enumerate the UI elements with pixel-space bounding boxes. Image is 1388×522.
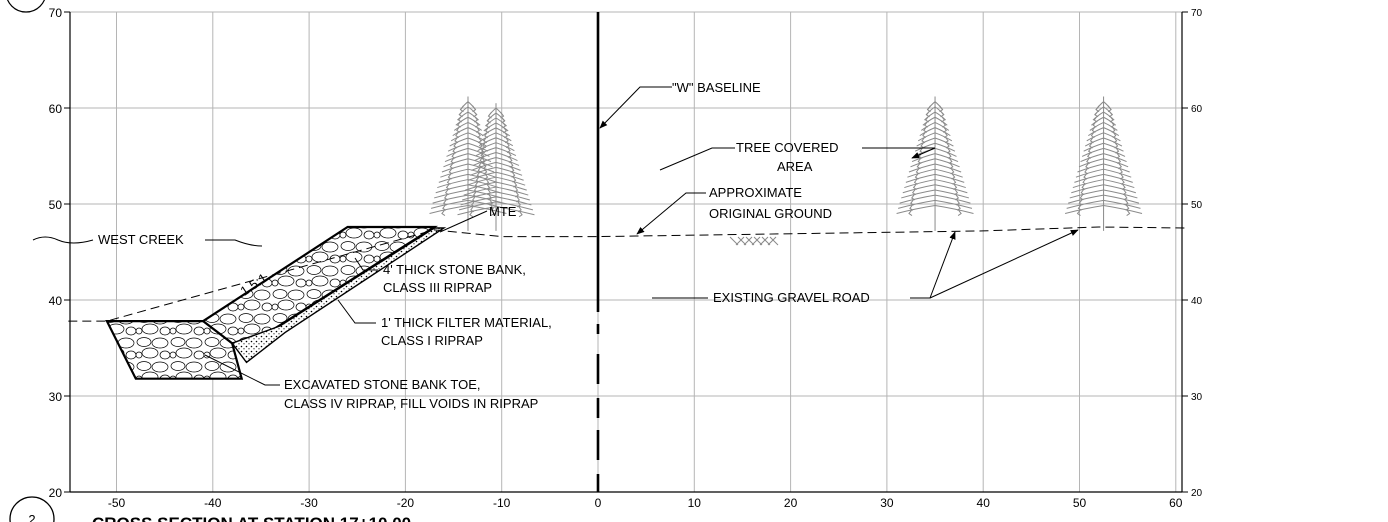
x-tick-label: 30: [880, 496, 894, 510]
y-tick-label-right: 60: [1191, 104, 1203, 115]
y-tick-label-right: 40: [1191, 296, 1203, 307]
stone-bank-toe-shape: [105, 320, 244, 380]
leader-tree-covered-right: [862, 147, 936, 159]
callout-leaders: [32, 86, 1079, 386]
corner-circle: [7, 0, 45, 13]
y-tick-label: 20: [49, 486, 63, 500]
tree-icon: [896, 96, 974, 231]
x-tick-label: 50: [1073, 496, 1087, 510]
label-toe-1: EXCAVATED STONE BANK TOE,: [284, 377, 481, 392]
leader-west-creek-left: [32, 236, 94, 244]
leader-w-baseline: [599, 86, 672, 129]
plot-frame: [64, 11, 1188, 493]
label-west-creek: WEST CREEK: [98, 232, 184, 247]
y-tick-label-right: 20: [1191, 488, 1203, 499]
x-tick-label: 60: [1169, 496, 1183, 510]
grid-lines-vertical: [116, 12, 1177, 492]
section-number-circle: [9, 496, 55, 522]
label-gravel-road: EXISTING GRAVEL ROAD: [713, 290, 870, 305]
tree-icon: [457, 103, 535, 231]
label-tree-covered-2: AREA: [777, 159, 813, 174]
leader-mte: [439, 210, 488, 233]
y-tick-label: 70: [49, 6, 63, 20]
y-axis-left: 20 30 40 50 60 70: [49, 6, 63, 500]
x-tick-label: 20: [784, 496, 798, 510]
y-tick-label: 40: [49, 294, 63, 308]
x-axis: -50 -40 -30 -20 -10 0 10 20 30 40 50 60: [108, 496, 1183, 510]
label-toe-2: CLASS IV RIPRAP, FILL VOIDS IN RIPRAP: [284, 396, 538, 411]
x-tick-label: -30: [300, 496, 318, 510]
section-title: CROSS SECTION AT STATION 17+10.00: [92, 514, 411, 522]
y-tick-label-right: 70: [1191, 8, 1203, 19]
leader-filter: [337, 299, 376, 324]
x-tick-label: -40: [204, 496, 222, 510]
grid-lines-horizontal: [70, 11, 1182, 493]
x-tick-label: 10: [688, 496, 702, 510]
y-tick-label: 30: [49, 390, 63, 404]
gravel-road-hatch: [729, 236, 779, 246]
leader-toe: [204, 354, 280, 386]
leader-tree-covered: [659, 147, 735, 171]
leader-stone-bank: [354, 257, 378, 271]
y-tick-label-right: 30: [1191, 392, 1203, 403]
existing-ground-line: [68, 226, 1186, 322]
label-approx-ground-1: APPROXIMATE: [709, 185, 802, 200]
x-tick-label: -50: [108, 496, 126, 510]
x-tick-label: -10: [493, 496, 511, 510]
label-approx-ground-2: ORIGINAL GROUND: [709, 206, 832, 221]
y-tick-label-right: 50: [1191, 200, 1203, 211]
filter-layer-shape: [230, 227, 447, 364]
label-tree-covered-1: TREE COVERED: [736, 140, 839, 155]
label-filter-1: 1' THICK FILTER MATERIAL,: [381, 315, 552, 330]
label-stone-bank-2: CLASS III RIPRAP: [383, 280, 492, 295]
x-tick-label: 0: [595, 496, 602, 510]
label-mte: MTE: [489, 204, 517, 219]
leader-west-creek: [205, 239, 263, 247]
y-axis-right: 20 30 40 50 60 70: [1191, 8, 1203, 499]
leader-approx-ground: [636, 192, 706, 235]
tree-group: [429, 96, 1143, 231]
label-w-baseline: "W" BASELINE: [672, 80, 761, 95]
leader-road-mid: [910, 231, 956, 299]
x-tick-label: -20: [397, 496, 415, 510]
section-number: 2: [28, 512, 35, 522]
leader-road-right: [929, 229, 1079, 299]
y-tick-label: 50: [49, 198, 63, 212]
label-filter-2: CLASS I RIPRAP: [381, 333, 483, 348]
x-tick-label: 40: [977, 496, 991, 510]
tree-icon: [1064, 96, 1143, 231]
label-stone-bank-1: 4' THICK STONE BANK,: [383, 262, 526, 277]
y-tick-label: 60: [49, 102, 63, 116]
